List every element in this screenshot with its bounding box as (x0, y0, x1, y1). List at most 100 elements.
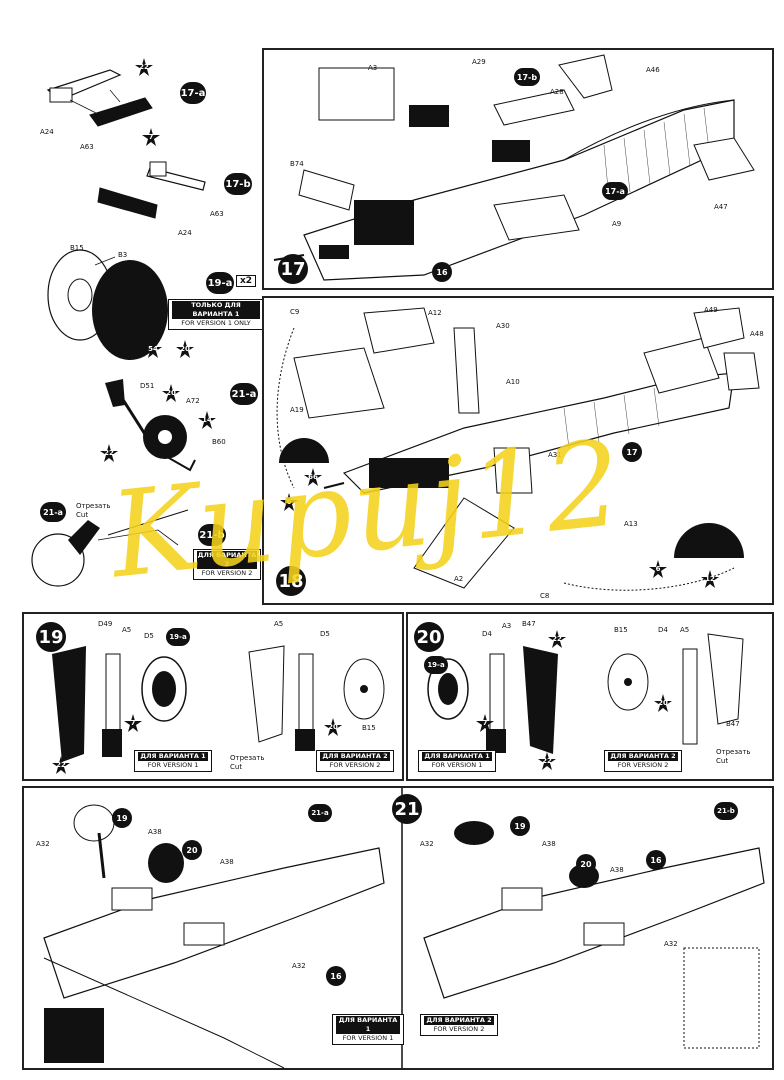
star-marker-20-s19: 20 (324, 718, 342, 736)
star-marker-22: 22 (135, 58, 153, 76)
part-badge-21a: 21-a (308, 804, 332, 822)
step-badge-20: 20 (414, 622, 444, 652)
part-label-a5-s20: A5 (680, 626, 690, 634)
part-label-a49: A49 (704, 306, 718, 314)
step-badge-21a: 21-a (230, 383, 258, 405)
part-label-a24: A24 (40, 128, 54, 136)
cut-label-ru-s20: Отрезать (716, 748, 751, 756)
part-label-c8: C8 (540, 592, 550, 600)
landing-gear-20-drawing (427, 633, 744, 754)
part-label-a63: A63 (80, 143, 94, 151)
part-label-a5-b: A5 (274, 620, 284, 628)
part-label-d5-b: D5 (320, 630, 330, 638)
star-marker-7-s19: 7 (124, 714, 142, 732)
star-marker-20-s20: 20 (654, 694, 672, 712)
star-marker-66: 66 (304, 468, 322, 486)
part-label-a29: A29 (472, 58, 486, 66)
part-label-b3: B3 (118, 251, 128, 259)
star-marker-20: 20 (176, 340, 194, 358)
star-marker-14: 14 (198, 411, 216, 429)
parts-17b-drawing (97, 161, 206, 219)
part-badge-20: 20 (182, 840, 202, 860)
part-label-a5: A5 (122, 626, 132, 634)
part-label-b47-b: B47 (726, 720, 740, 728)
part-label-d4-b: D4 (658, 626, 668, 634)
cut-label-en-s20: Cut (716, 757, 729, 765)
star-marker-6b: 6 (649, 560, 667, 578)
step-badge-17: 17 (278, 254, 308, 284)
part-badge-19a: 19-a (166, 628, 190, 646)
left-subassemblies: A24 A63 22 7 17-a A63 A24 17-b B15 B3 19… (0, 0, 264, 605)
part-label-a72: A72 (186, 397, 200, 405)
part-label-a38b-v2: A38 (610, 866, 624, 874)
star-marker-22b: 22 (100, 444, 118, 462)
part-label-a63-b: A63 (210, 210, 224, 218)
part-label-a13: A13 (624, 520, 638, 528)
wheel-19a-drawing (47, 249, 168, 360)
step-18-panel: 18 C9 A12 A30 A10 A19 A49 A48 A31 17 A13… (262, 296, 774, 605)
part-label-a9: A9 (612, 220, 622, 228)
part-label-a38-b: A38 (220, 858, 234, 866)
part-label-a32: A32 (36, 840, 50, 848)
part-label-a38: A38 (148, 828, 162, 836)
star-marker-22-s19: 22 (52, 756, 70, 774)
part-label-d51: D51 (140, 382, 155, 390)
cut-label-en: Cut (76, 511, 89, 519)
part-label-d5: D5 (144, 632, 154, 640)
star-marker-54: 54 (144, 340, 162, 358)
part-badge-17b: 17-b (514, 68, 540, 86)
part-label-a12: A12 (428, 309, 442, 317)
step-21-panel: A32 19 A38 20 A38 21-a A32 16 ДЛЯ ВАРИАН… (22, 786, 774, 1070)
part-label-a19: A19 (290, 406, 304, 414)
part-label-a38-v2: A38 (542, 840, 556, 848)
part-badge-16-s21: 16 (326, 966, 346, 986)
fuselage-17-drawing (273, 54, 755, 281)
landing-gear-21a-drawing (105, 379, 196, 472)
star-marker-7: 7 (142, 128, 160, 146)
part-label-b15-s19: B15 (362, 724, 376, 732)
part-badge-21b: 21-b (714, 802, 738, 820)
part-badge-20-v2: 20 (576, 854, 596, 874)
part-label-a31: A31 (548, 451, 562, 459)
step-badge-21: 21 (392, 794, 422, 824)
step-badge-17b: 17-b (224, 173, 252, 195)
step-badge-21b: 21-b (198, 524, 226, 546)
star-marker-22b-s20: 22 (538, 752, 556, 770)
part-label-a32b-v2: A32 (664, 940, 678, 948)
part-label-a47: A47 (714, 203, 728, 211)
fuselage-21-drawing (43, 788, 765, 1068)
star-marker-22-s20: 22 (548, 630, 566, 648)
part-label-b74: B74 (290, 160, 304, 168)
part-label-a30: A30 (496, 322, 510, 330)
part-label-a3-s20: A3 (502, 622, 512, 630)
step-badge-19a: 19-a (206, 272, 234, 294)
part-badge-16: 16 (432, 262, 452, 282)
part-label-b47: B47 (522, 620, 536, 628)
part-label-a28: A28 (550, 88, 564, 96)
part-badge-19a-s20: 19-a (424, 656, 448, 674)
part-label-a24-b: A24 (178, 229, 192, 237)
step-17-panel: 17 A3 A29 17-b A28 A46 B74 17-a A9 A47 1… (262, 48, 774, 290)
part-label-d4: D4 (482, 630, 492, 638)
part-label-b15-s20: B15 (614, 626, 628, 634)
airframe-18-drawing (276, 307, 760, 591)
cut-label-ru: Отрезать (76, 502, 111, 510)
step-20-panel: 20 19-a D4 A3 B47 22 7 22 ДЛЯ ВАРИАНТА 1… (406, 612, 774, 781)
part-label-d49: D49 (98, 620, 113, 628)
cut-label-ru-s19: Отрезать (230, 754, 265, 762)
step-badge-17a: 17-a (180, 82, 206, 104)
part-label-a3: A3 (368, 64, 378, 72)
part-label-a46: A46 (646, 66, 660, 74)
part-badge-17: 17 (622, 442, 642, 462)
star-marker-12: 12 (701, 570, 719, 588)
step-badge-19: 19 (36, 622, 66, 652)
part-badge-19-v2: 19 (510, 816, 530, 836)
part-badge-17a: 17-a (602, 182, 628, 200)
star-marker-20b: 20 (162, 384, 180, 402)
